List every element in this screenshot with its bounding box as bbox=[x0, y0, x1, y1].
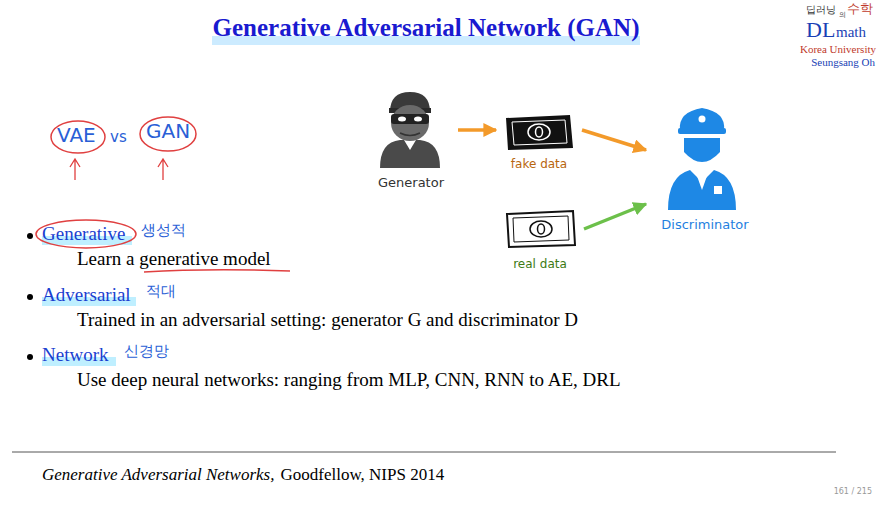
discriminator-icon bbox=[668, 108, 736, 210]
logo-text: 수학 bbox=[847, 2, 873, 17]
red-circle bbox=[140, 117, 196, 151]
data-node: real data bbox=[498, 205, 582, 273]
hand-arrow bbox=[70, 159, 80, 180]
node-label: Discriminator bbox=[648, 217, 762, 232]
logo-text: 딥러닝 bbox=[806, 4, 836, 16]
handwritten-note: GAN bbox=[146, 120, 190, 143]
flow-arrow bbox=[584, 204, 646, 229]
handwritten-note: 신경망 bbox=[124, 343, 169, 360]
handwritten-note: VAE bbox=[57, 124, 96, 147]
bullet bbox=[27, 233, 33, 239]
node-label: real data bbox=[498, 257, 582, 271]
logo-text: Seungsang Oh bbox=[811, 56, 875, 69]
logo-text: Korea University bbox=[800, 43, 876, 56]
slide-title: Generative Adversarial Network (GAN) bbox=[213, 14, 640, 43]
generator-icon bbox=[380, 92, 440, 168]
discriminator-node: Discriminator bbox=[648, 100, 762, 234]
bullet-text: Trained in an adversarial setting: gener… bbox=[77, 309, 578, 331]
real-bill-icon bbox=[507, 211, 575, 247]
bullet-text: Learn a generative model bbox=[77, 248, 271, 270]
bullet-keyword: Generative bbox=[42, 223, 125, 245]
logo-text: DL bbox=[806, 17, 835, 42]
flow-arrow bbox=[458, 128, 496, 132]
handwritten-note: vs bbox=[110, 129, 127, 146]
bullet bbox=[27, 294, 33, 300]
red-circle bbox=[36, 220, 136, 248]
red-underline bbox=[144, 270, 290, 272]
hand-arrow bbox=[158, 159, 168, 180]
bullet-keyword: Adversarial bbox=[42, 284, 131, 306]
page-number: 161 / 215 bbox=[834, 487, 872, 496]
logo-text: 의 bbox=[839, 11, 846, 19]
logo-text: math bbox=[836, 24, 866, 41]
flow-arrow bbox=[582, 130, 646, 150]
fake-bill-icon bbox=[506, 115, 573, 150]
handwritten-note: 생성적 bbox=[141, 222, 186, 239]
bullet bbox=[27, 354, 33, 360]
data-node: fake data bbox=[498, 108, 580, 173]
generator-node: Generator bbox=[366, 90, 456, 192]
node-label: Generator bbox=[366, 175, 456, 190]
node-label: fake data bbox=[498, 157, 580, 171]
handwritten-note: 적대 bbox=[146, 283, 176, 300]
reference: Generative Adversarial Networks, bbox=[42, 465, 274, 485]
reference: Goodfellow, NIPS 2014 bbox=[280, 465, 444, 485]
red-circle bbox=[51, 121, 105, 153]
footer-rule bbox=[12, 452, 836, 453]
bullet-keyword: Network bbox=[42, 344, 108, 366]
bullet-text: Use deep neural networks: ranging from M… bbox=[77, 369, 621, 391]
